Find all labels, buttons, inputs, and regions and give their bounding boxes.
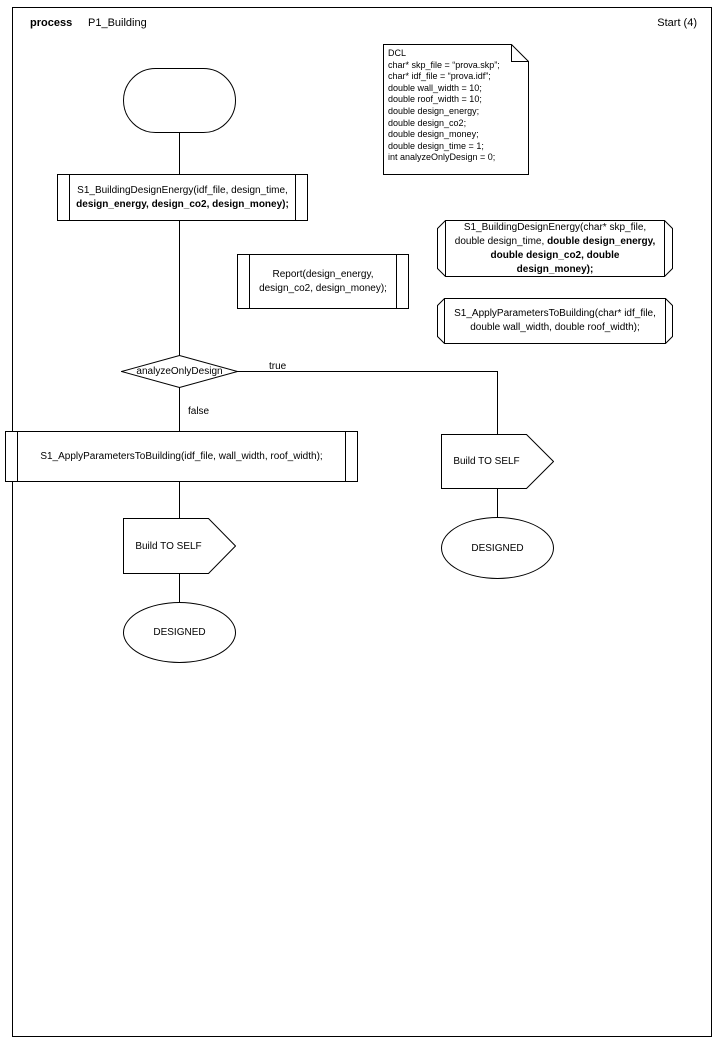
signature-line-3: double design_co2, double design_money); xyxy=(490,249,620,275)
signature-line-2: double design_time, double design_energy… xyxy=(453,235,657,249)
terminator-designed-false: DESIGNED xyxy=(123,602,236,663)
note-shape-icon xyxy=(383,44,529,175)
subroutine-line-2: design_energy, design_co2, design_money)… xyxy=(76,198,289,210)
decision-label: analyzeOnlyDesign xyxy=(136,366,223,377)
header-start-label: Start (4) xyxy=(657,17,697,29)
subroutine-apply-parameters-text: S1_ApplyParametersToBuilding(idf_file, w… xyxy=(40,450,323,462)
start-terminator xyxy=(123,68,236,133)
connector-design-energy-to-decision xyxy=(179,221,180,358)
signature-flag-shape-icon xyxy=(437,220,673,277)
dcl-note-text: DCL char* skp_file = “prova.skp”; char* … xyxy=(388,48,500,163)
subroutine-apply-parameters-to-building: S1_ApplyParametersToBuilding(idf_file, w… xyxy=(5,431,358,482)
signature-box-apply-parameters-text: S1_ApplyParametersToBuilding(char* idf_f… xyxy=(437,298,673,344)
signature-line-1: S1_BuildingDesignEnergy(char* skp_file, xyxy=(463,221,647,233)
terminator-designed-true-label: DESIGNED xyxy=(471,542,524,554)
edge-label-true: true xyxy=(269,361,287,372)
page-border xyxy=(12,7,712,1037)
signature-line-2-plain: double design_time, xyxy=(454,235,548,247)
terminator-designed-true: DESIGNED xyxy=(441,517,554,579)
signature-box-building-design-energy-text: S1_BuildingDesignEnergy(char* skp_file, … xyxy=(437,220,673,277)
edge-label-false: false xyxy=(188,406,210,417)
subroutine-line-1: S1_BuildingDesignEnergy(idf_file, design… xyxy=(77,184,288,196)
terminator-designed-false-label: DESIGNED xyxy=(153,627,206,638)
signature-apply-line-1: S1_ApplyParametersToBuilding(char* idf_f… xyxy=(454,308,656,319)
connector-build-to-designed-true xyxy=(497,489,498,517)
pentagon-shape-icon xyxy=(123,518,236,574)
connector-start-to-design-energy xyxy=(179,133,180,174)
dcl-note: DCL char* skp_file = “prova.skp”; char* … xyxy=(383,44,529,175)
connector-build-to-designed-false xyxy=(179,574,180,602)
subroutine-report: Report(design_energy, design_co2, design_… xyxy=(237,254,409,309)
pentagon-build-to-self-true-label: Build TO SELF xyxy=(453,456,520,467)
pentagon-build-to-self-true: Build TO SELF xyxy=(441,434,554,489)
signature-apply-line-2: double wall_width, double roof_width); xyxy=(470,322,640,333)
diamond-shape-icon xyxy=(121,355,238,388)
signature-line-2-bold: double design_energy, xyxy=(547,235,656,247)
connector-apply-to-build-false xyxy=(179,482,180,518)
report-line-1: Report(design_energy, xyxy=(272,268,374,280)
header-process-label: process xyxy=(30,17,73,29)
pentagon-shape-icon xyxy=(441,434,554,489)
signature-box-apply-parameters: S1_ApplyParametersToBuilding(char* idf_f… xyxy=(437,298,673,344)
subroutine-building-design-energy-text: S1_BuildingDesignEnergy(idf_file, design… xyxy=(76,184,289,212)
header-process-name: P1_Building xyxy=(88,17,147,29)
report-line-2: design_co2, design_money); xyxy=(259,282,387,294)
subroutine-building-design-energy: S1_BuildingDesignEnergy(idf_file, design… xyxy=(57,174,308,221)
connector-decision-true-vertical xyxy=(497,371,498,434)
subroutine-report-text: Report(design_energy, design_co2, design_… xyxy=(259,268,387,296)
pentagon-build-to-self-false-label: Build TO SELF xyxy=(135,540,202,552)
signature-box-building-design-energy: S1_BuildingDesignEnergy(char* skp_file, … xyxy=(437,220,673,277)
decision-analyze-only-design: analyzeOnlyDesign xyxy=(121,355,238,388)
pentagon-build-to-self-false: Build TO SELF xyxy=(123,518,236,574)
connector-decision-false xyxy=(179,387,180,431)
signature-flag-shape-icon xyxy=(437,298,673,344)
connector-decision-true-horizontal xyxy=(237,371,498,372)
